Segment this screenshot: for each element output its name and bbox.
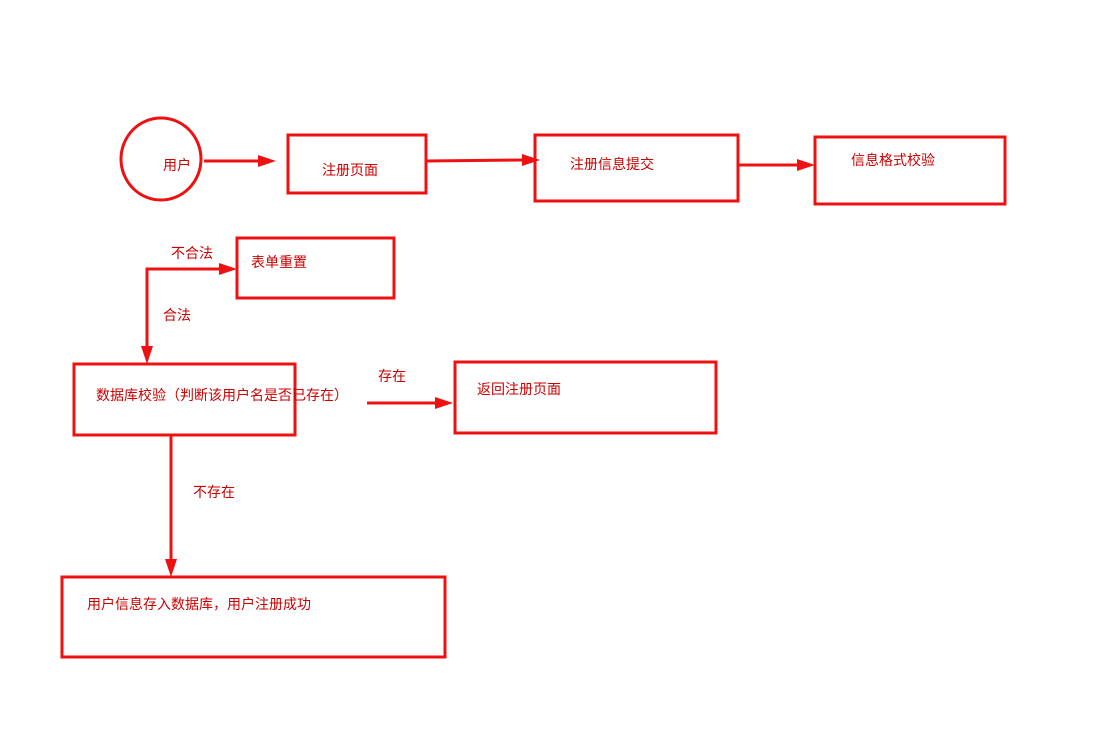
edge-label-invalid: 不合法: [171, 246, 213, 262]
edge-label-not-exists: 不存在: [193, 485, 235, 501]
node-format-check-label: 信息格式校验: [851, 152, 935, 169]
arrow-format-check-invalid-to-reset: [145, 263, 237, 349]
node-form-reset: 表单重置: [235, 236, 396, 300]
edge-label-exists: 存在: [378, 369, 406, 385]
arrow-db-not-exists-to-save: [165, 436, 177, 577]
arrow-register-page-to-submit: [425, 154, 540, 166]
edge-label-valid: 合法: [163, 308, 191, 324]
node-return-register: 返回注册页面: [453, 360, 718, 435]
node-submit-info-label: 注册信息提交: [570, 156, 654, 173]
node-user: 用户: [119, 116, 203, 202]
arrow-db-exists-to-return: [367, 397, 453, 409]
node-return-register-label: 返回注册页面: [477, 382, 561, 398]
arrow-user-to-register-page: [204, 155, 276, 167]
node-user-label: 用户: [163, 157, 191, 174]
node-db-check: 数据库校验（判断该用户名是否已存在）: [72, 362, 348, 437]
node-register-page: 注册页面: [286, 133, 428, 195]
node-format-check: 信息格式校验: [813, 135, 1007, 206]
node-db-check-label: 数据库校验（判断该用户名是否已存在）: [96, 387, 348, 404]
node-submit-info: 注册信息提交: [533, 133, 740, 203]
arrow-submit-to-format-check: [739, 159, 815, 171]
arrow-format-check-valid-to-db: [141, 346, 153, 364]
node-save-success: 用户信息存入数据库，用户注册成功: [60, 575, 447, 659]
node-register-page-label: 注册页面: [322, 163, 378, 179]
node-form-reset-label: 表单重置: [251, 255, 307, 271]
node-save-success-label: 用户信息存入数据库，用户注册成功: [87, 596, 311, 613]
